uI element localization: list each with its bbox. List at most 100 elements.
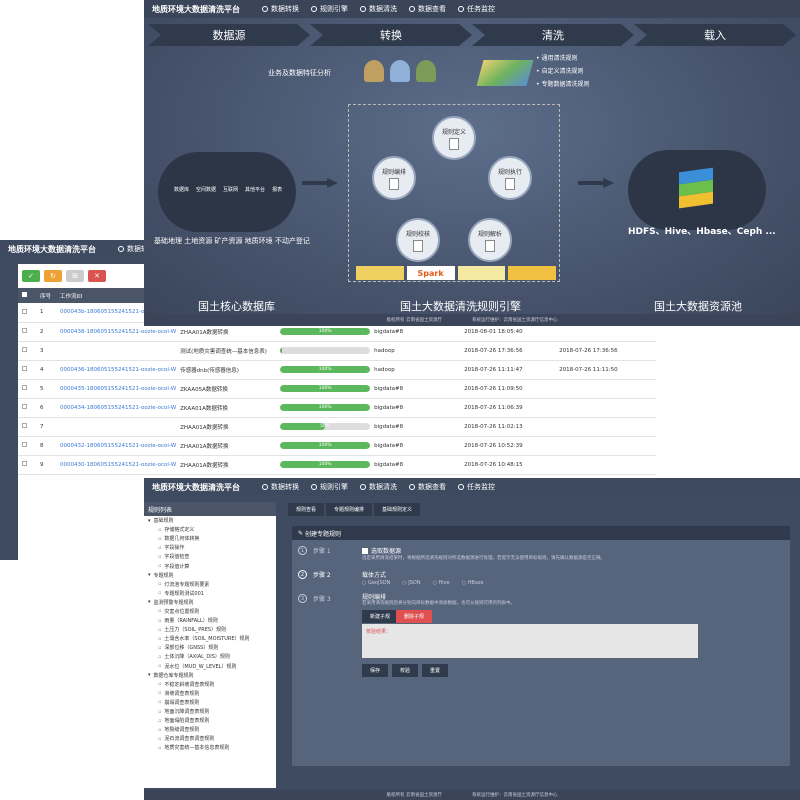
- tree-item[interactable]: ▫地质灾害统—基本信息表规则: [158, 744, 230, 752]
- workflow-id-link[interactable]: 0000435-180605155241521-oozie-ocol-W: [56, 379, 177, 399]
- tree-item[interactable]: ▫地裂缝调查规则: [158, 726, 200, 734]
- tree-item[interactable]: ▫存储格式定义: [158, 526, 195, 534]
- mode-hive[interactable]: ○ Hive: [432, 580, 450, 586]
- verify-button[interactable]: 校验: [392, 664, 419, 677]
- progress-fill: [280, 461, 371, 468]
- delete-button[interactable]: ✕: [88, 270, 106, 282]
- tree-folder[interactable]: ▾基础规则: [148, 517, 174, 525]
- tab-topic-rule[interactable]: 专题规则编排: [326, 503, 373, 516]
- mode-hbase[interactable]: ○ HBase: [461, 580, 484, 586]
- row-checkbox[interactable]: [18, 455, 36, 475]
- nav-data-convert[interactable]: 数据转换: [262, 4, 299, 14]
- mode-geojson[interactable]: ○ GeoJSON: [362, 580, 391, 586]
- nav-task-monitor[interactable]: 任务监控: [458, 4, 495, 14]
- tree-item[interactable]: ▫不稳定斜坡调查表规则: [158, 681, 215, 688]
- tree-item[interactable]: ▫土压力（SOIL_PRES）规则: [158, 626, 227, 634]
- row-checkbox[interactable]: [18, 417, 36, 437]
- row-checkbox[interactable]: [18, 341, 36, 361]
- tree-item[interactable]: ▫字段值检查: [158, 553, 190, 561]
- workflow-id-link[interactable]: 0000434-180605155241521-oozie-ocol-W: [56, 398, 177, 418]
- select-source-checkbox[interactable]: 选取数据源: [362, 546, 401, 555]
- nav-data-convert[interactable]: 数据转换: [262, 482, 299, 492]
- rule-verify-node[interactable]: 规则校核: [396, 218, 440, 262]
- tree-item[interactable]: ▫数据几何体转换: [158, 535, 200, 543]
- tree-folder[interactable]: ▾监测预警专题规则: [148, 599, 194, 606]
- row-checkbox[interactable]: [18, 322, 36, 342]
- row-index: 1: [36, 303, 56, 323]
- tree-item[interactable]: ▫泥水位（MUD_W_LEVEL）规则: [158, 663, 237, 670]
- nav-data-convert[interactable]: 数据转换: [118, 244, 155, 254]
- workflow-id-link[interactable]: 0000430-180605155241521-oozie-ocol-W: [56, 455, 177, 475]
- nav-rule-engine[interactable]: 规则引擎: [311, 482, 348, 492]
- workflow-id-link[interactable]: 0000436-180605155241521-oozie-ocol-W: [56, 360, 177, 380]
- tab-rule-view[interactable]: 规则查看: [288, 503, 325, 516]
- rule-arrange-node[interactable]: 规则编排: [372, 156, 416, 200]
- mode-json[interactable]: ○ JSON: [402, 580, 421, 586]
- row-checkbox[interactable]: [18, 303, 36, 323]
- nav-data-view[interactable]: 数据查看: [409, 482, 446, 492]
- nav-data-view[interactable]: 数据查看: [409, 4, 446, 14]
- nav-data-clean[interactable]: 数据清洗: [360, 482, 397, 492]
- refresh-icon: [262, 6, 268, 12]
- tree-item[interactable]: ▫地面塌陷调查表规则: [158, 717, 210, 725]
- rule-execute-node[interactable]: 规则执行: [488, 156, 532, 200]
- task-name: ZKAA01A数据转换: [176, 398, 277, 418]
- tree-item[interactable]: ▫灾害点位置规则: [158, 608, 200, 615]
- rule-define-node[interactable]: 规则定义: [432, 116, 476, 160]
- tree-item[interactable]: ▫字段操作: [158, 544, 185, 552]
- workflow-id-link[interactable]: 0000438-180605155241521-oozie-ocol-W: [56, 322, 177, 342]
- row-checkbox[interactable]: [18, 436, 36, 456]
- nav-rule-engine[interactable]: 规则引擎: [311, 4, 348, 14]
- tree-item[interactable]: ▫专题规则测试001: [158, 590, 204, 597]
- tree-item[interactable]: ▫雨量（RAINFALL）规则: [158, 617, 218, 625]
- user-cell: hadoop: [370, 360, 461, 380]
- result-box[interactable]: 校验结果：: [362, 624, 698, 658]
- row-checkbox[interactable]: [18, 360, 36, 380]
- tree-item[interactable]: ▫字段值计算: [158, 563, 190, 570]
- tree-item[interactable]: ▫灯流泡专题规则要素: [158, 581, 210, 588]
- start-time: 2018-07-26 11:02:13: [460, 417, 556, 437]
- select-all-header[interactable]: [18, 288, 36, 303]
- row-checkbox[interactable]: [18, 398, 36, 418]
- workflow-id-link[interactable]: [56, 341, 177, 361]
- user-cell: bigdata#8: [370, 398, 461, 418]
- file-icon: ▫: [158, 553, 162, 560]
- tree-item[interactable]: ▫泥石流调查表调查规则: [158, 735, 215, 743]
- progress-cell: 100%: [276, 398, 371, 418]
- nav-data-clean[interactable]: 数据清洗: [360, 4, 397, 14]
- arrow-right-icon: [578, 178, 614, 188]
- row-checkbox[interactable]: [18, 379, 36, 399]
- confirm-button[interactable]: ✓: [22, 270, 40, 282]
- tree-folder[interactable]: ▾专题规则: [148, 572, 174, 579]
- add-subrule-button[interactable]: 新建子规: [362, 610, 399, 623]
- tree-item[interactable]: ▫深部位移（GNSS）规则: [158, 644, 219, 652]
- workflow-id-link[interactable]: [56, 417, 177, 437]
- rule-parse-node[interactable]: 规则解析: [468, 218, 512, 262]
- tree-folder[interactable]: ▾数据仓库专题规则: [148, 672, 194, 679]
- tree-item[interactable]: ▫土体沉降（AXIAL_DIS）规则: [158, 653, 230, 661]
- refresh-button[interactable]: ↻: [44, 270, 62, 282]
- tree-item[interactable]: ▫地面沉降调查表规则: [158, 708, 210, 716]
- tree-item[interactable]: ▫崩塌调查表规则: [158, 699, 200, 706]
- progress-text: 100%: [318, 462, 332, 467]
- tree-item[interactable]: ▫滑坡调查表规则: [158, 690, 200, 697]
- nav-task-monitor[interactable]: 任务监控: [458, 482, 495, 492]
- delete-subrule-button[interactable]: 删除子规: [396, 610, 433, 623]
- reset-button[interactable]: 重置: [422, 664, 449, 677]
- save-button[interactable]: 保存: [362, 664, 389, 677]
- tab-base-rule[interactable]: 基础规则定义: [374, 503, 421, 516]
- grid-button[interactable]: ⊞: [66, 270, 84, 282]
- tree-item[interactable]: ▫土壤含水率（SOIL_MOISTURE）规则: [158, 635, 250, 643]
- workflow-id-link[interactable]: 0000432-180605155241521-oozie-ocol-W: [56, 436, 177, 456]
